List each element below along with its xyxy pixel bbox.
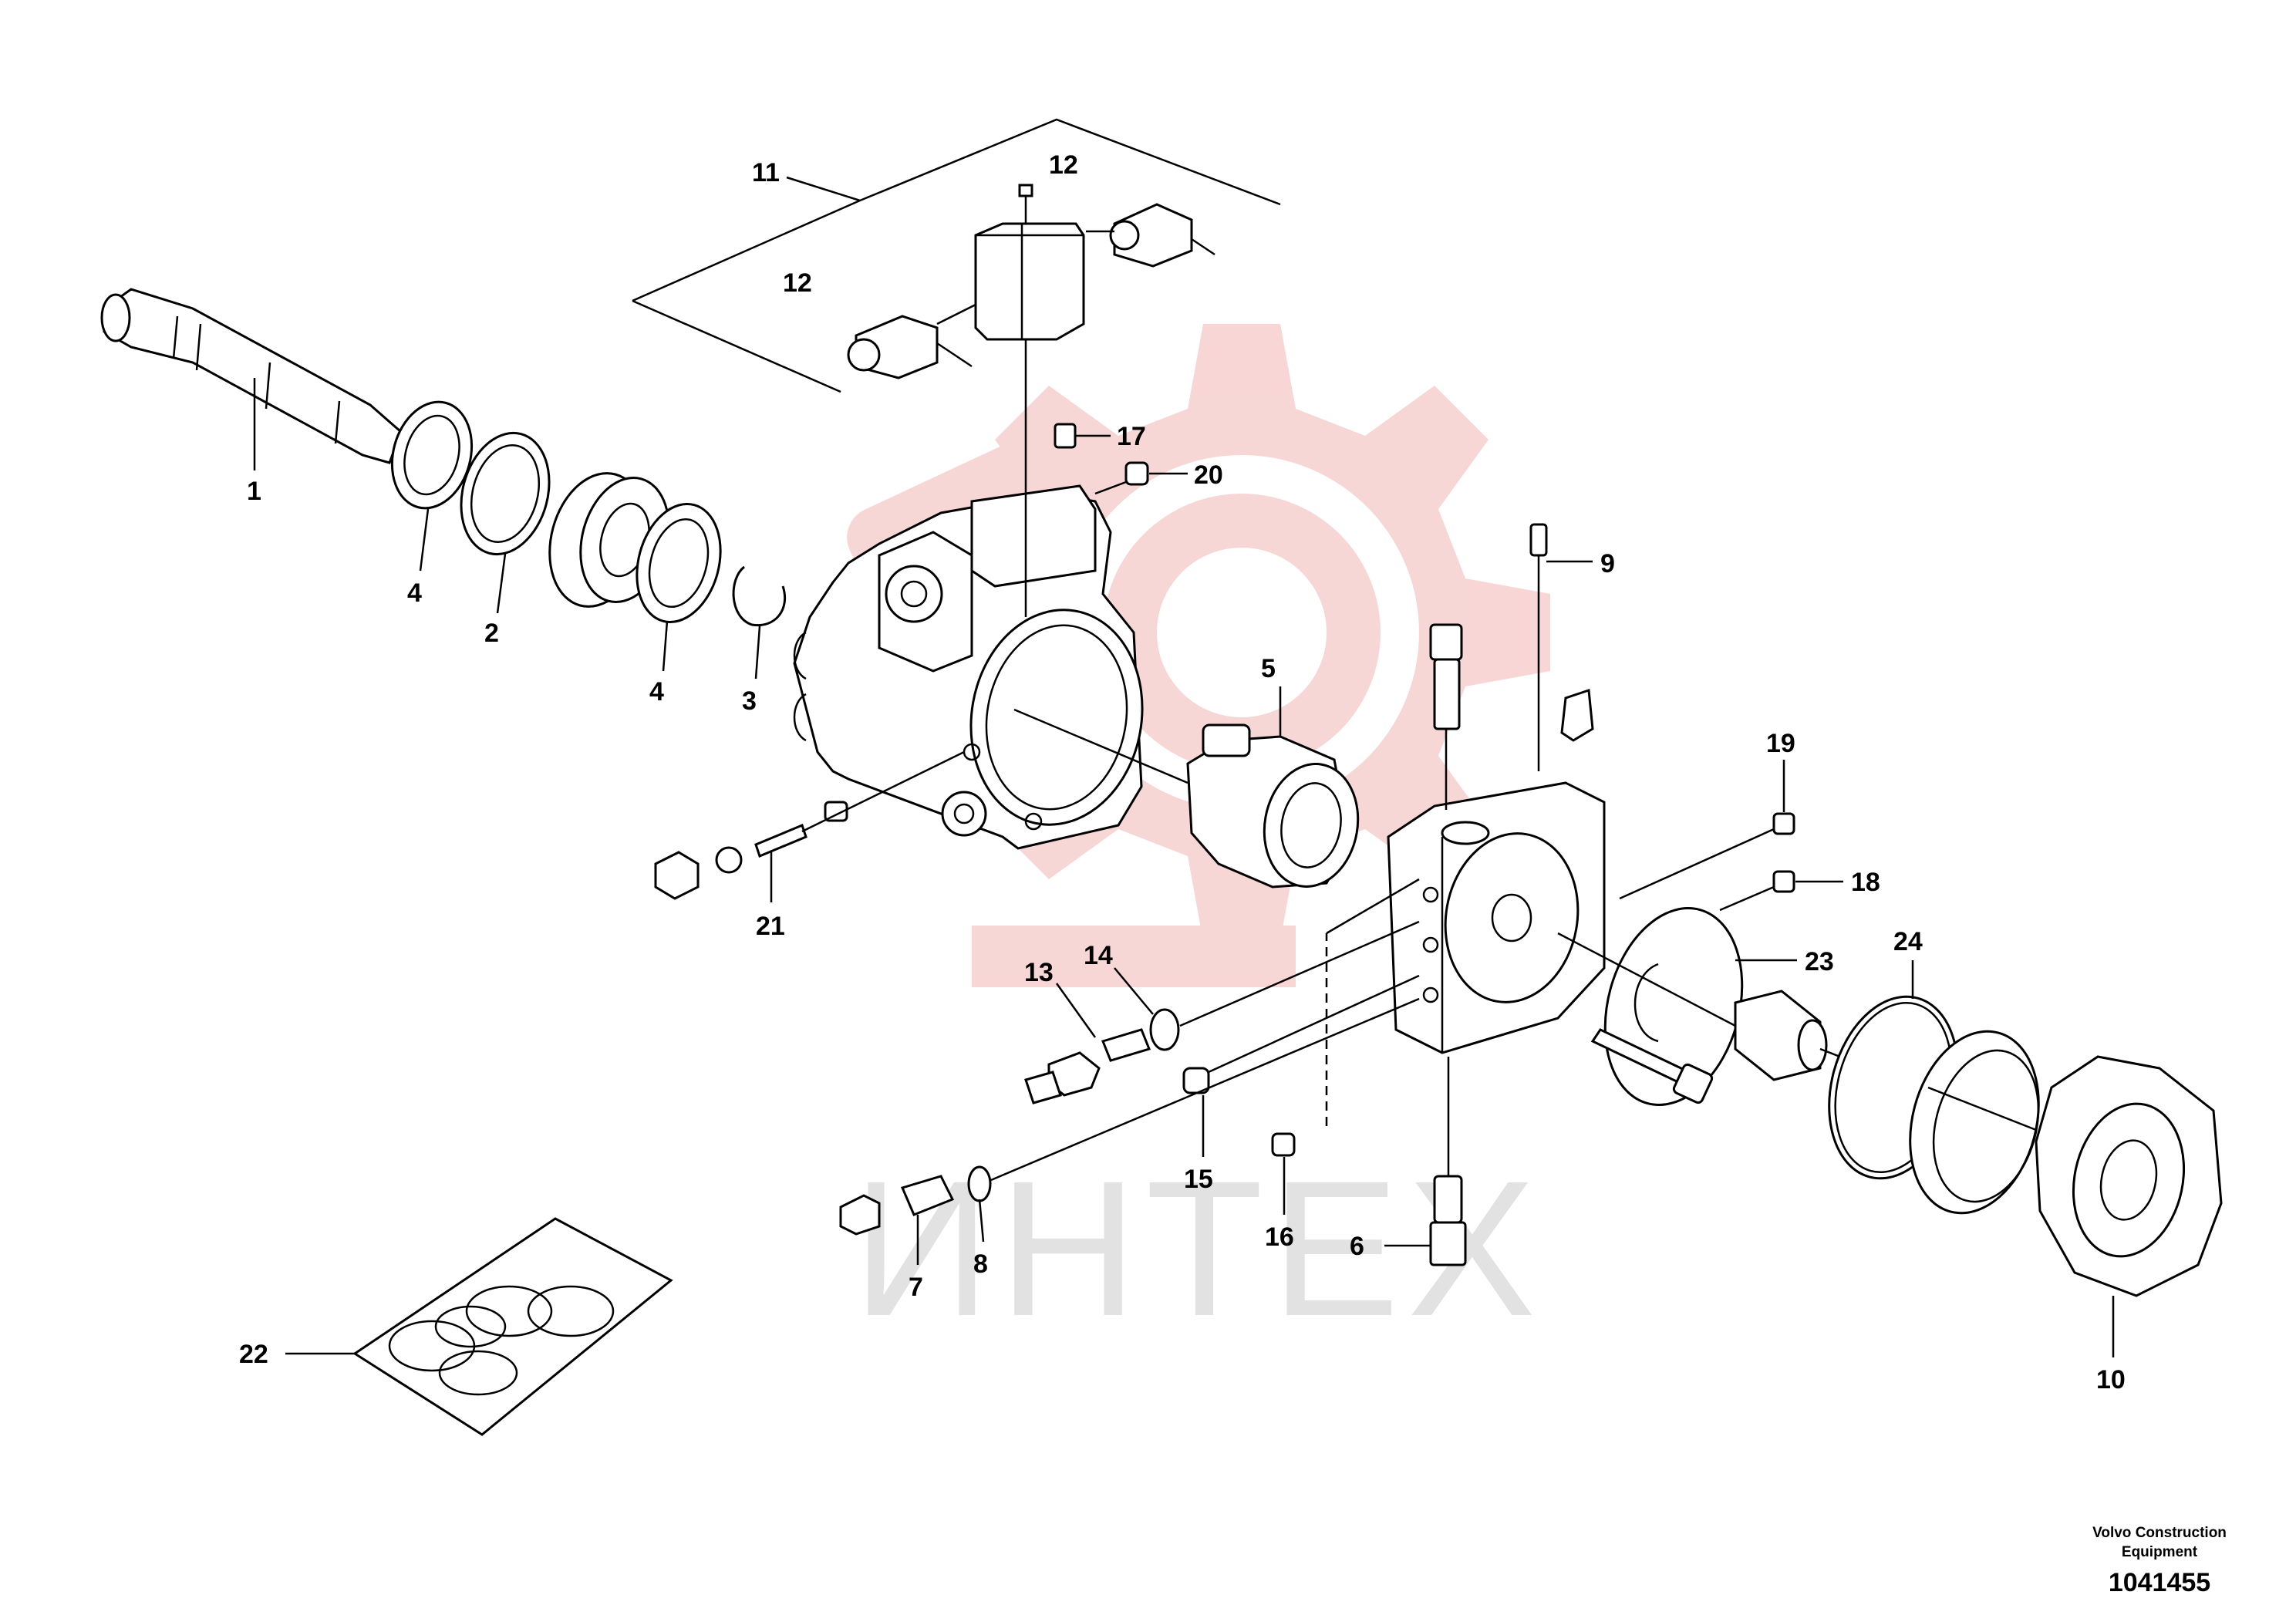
callout-17: 17 — [1117, 422, 1146, 451]
callout-6: 6 — [1350, 1232, 1364, 1261]
part-4-retaining-ring-a — [390, 400, 474, 572]
part-12-solenoid-upper — [1086, 203, 1215, 268]
part-9-sensor — [1529, 523, 1594, 771]
document-number: 1041455 — [2109, 1568, 2210, 1597]
callout-24: 24 — [1893, 927, 1923, 956]
bracket-11-lines — [632, 118, 1281, 393]
cover-cup — [1909, 1030, 2040, 1215]
callout-11: 11 — [752, 158, 780, 187]
part-22-seal-kit — [285, 1217, 673, 1436]
part-2-seal-ring — [460, 431, 551, 614]
port-plate-housing — [1387, 781, 1606, 1054]
part-10-end-cover — [2035, 1055, 2223, 1357]
part-13-valve — [1024, 983, 1151, 1104]
part-15-plug — [1182, 974, 1420, 1157]
part-11-control-block — [974, 184, 1085, 617]
callout-18: 18 — [1851, 868, 1880, 897]
callout-4a: 4 — [407, 578, 422, 608]
callout-13: 13 — [1024, 958, 1054, 987]
callout-19: 19 — [1766, 729, 1795, 758]
callout-5: 5 — [1261, 654, 1276, 683]
part-7-valve — [839, 1175, 955, 1265]
callout-12a: 12 — [1049, 150, 1078, 180]
callout-4b: 4 — [649, 677, 664, 706]
callout-14: 14 — [1084, 941, 1113, 970]
part-18-screw — [1719, 870, 1843, 912]
callout-9: 9 — [1600, 549, 1615, 578]
callout-15: 15 — [1184, 1165, 1213, 1194]
part-1-drive-shaft — [100, 288, 403, 470]
callout-21: 21 — [756, 912, 785, 941]
brand-line-2: Equipment — [2122, 1544, 2198, 1560]
callout-8: 8 — [973, 1249, 988, 1279]
part-21-bleed-screw — [654, 750, 965, 902]
part-17-screw — [1054, 423, 1111, 449]
callout-2: 2 — [484, 619, 499, 648]
watermark-text: ИНТЕХ — [852, 1141, 1543, 1356]
callout-10: 10 — [2096, 1365, 2126, 1394]
part-20-plug — [1094, 461, 1188, 495]
part-12-solenoid-lower — [847, 303, 976, 379]
part-6-pressure-sensor-lower — [1384, 1057, 1467, 1266]
part-19-screw — [1619, 760, 1795, 900]
part-8-o-ring — [967, 997, 1420, 1243]
part-14-o-ring — [1114, 920, 1420, 1051]
part-6-pressure-sensor-upper — [1429, 623, 1463, 810]
brand-line-1: Volvo Construction — [2092, 1525, 2227, 1541]
callout-12b: 12 — [783, 268, 812, 298]
callout-labels: 1 4 2 4 3 11 12 12 17 20 9 5 19 18 23 24… — [239, 150, 2126, 1394]
callout-22: 22 — [239, 1340, 268, 1369]
long-screw — [1590, 1028, 1714, 1104]
callout-3: 3 — [742, 686, 757, 716]
callout-23: 23 — [1805, 947, 1834, 976]
callout-1: 1 — [247, 477, 261, 506]
footer-branding: Volvo Construction Equipment 1041455 — [2092, 1525, 2227, 1597]
callout-7: 7 — [909, 1273, 923, 1302]
part-4-retaining-ring-b — [636, 502, 722, 672]
main-pump-housing — [793, 484, 1144, 850]
part-3-snap-ring — [732, 565, 787, 679]
part-16-plug — [1271, 878, 1420, 1215]
callout-16: 16 — [1265, 1222, 1294, 1252]
part-5-cylinder — [1013, 686, 1360, 889]
callout-20: 20 — [1194, 460, 1223, 490]
